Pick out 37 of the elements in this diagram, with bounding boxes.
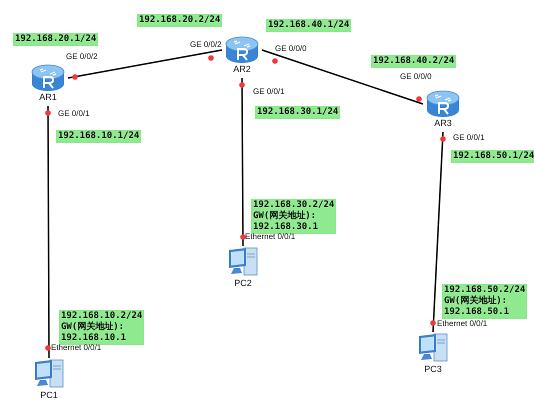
device-label: AR2 <box>233 64 251 75</box>
address-box <box>442 284 528 319</box>
port-label: Ethernet 0/0/1 <box>245 232 296 242</box>
address-text: 192.168.30.2/24 <box>253 200 334 210</box>
address-text: GW(网关地址): <box>253 211 318 222</box>
address-text: 192.168.40.2/24 <box>373 56 454 67</box>
address-text: 192.168.30.1 <box>253 222 320 233</box>
port-label: GE 0/0/0 <box>275 44 307 54</box>
device-label: AR1 <box>39 92 57 103</box>
address-text: 192.168.10.2/24 <box>61 311 142 321</box>
port-label: GE 0/0/1 <box>253 87 285 97</box>
device-label: PC2 <box>234 278 252 289</box>
device-label: AR3 <box>434 118 452 129</box>
address-text: 192.168.10.1 <box>61 333 128 344</box>
port-label: GE 0/0/1 <box>58 109 90 119</box>
address-text: GW(网关地址): <box>444 296 508 307</box>
port-label: Ethernet 0/0/1 <box>437 319 488 329</box>
address-box <box>251 199 336 234</box>
address-text: 192.168.20.2/24 <box>139 15 220 26</box>
address-text: 192.168.50.2/24 <box>444 285 526 295</box>
address-text: 192.168.40.1/24 <box>268 20 350 31</box>
link-line <box>262 49 424 105</box>
address-text: 192.168.20.1/24 <box>15 34 96 45</box>
address-text: 192.168.10.1/24 <box>58 131 140 142</box>
port-label: GE 0/0/2 <box>190 40 222 50</box>
address-text: 192.168.50.1 <box>444 307 510 318</box>
device-label: PC1 <box>40 390 58 401</box>
port-label: GE 0/0/1 <box>453 133 485 143</box>
address-text: 192.168.30.1/24 <box>257 107 338 118</box>
address-text: 192.168.50.1/24 <box>453 151 534 162</box>
port-label: GE 0/0/0 <box>400 72 432 82</box>
address-text: GW(网关地址): <box>61 322 126 333</box>
link-line <box>432 132 444 332</box>
address-box <box>59 310 144 345</box>
device-label: PC3 <box>424 364 442 375</box>
port-label: Ethernet 0/0/1 <box>51 343 102 353</box>
port-label: GE 0/0/2 <box>66 52 98 62</box>
